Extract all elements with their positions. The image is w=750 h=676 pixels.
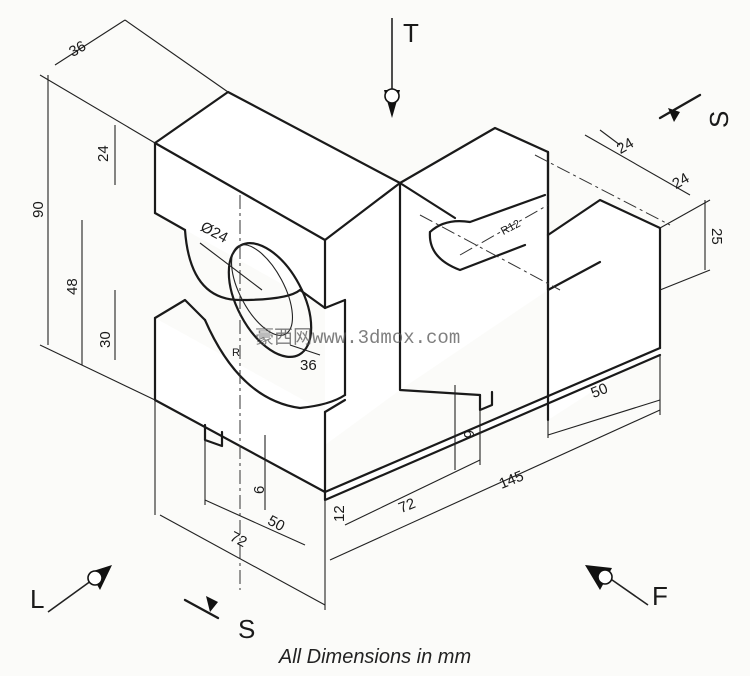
section-label-top: S bbox=[704, 111, 734, 128]
dim-24-slot-b: 24 bbox=[669, 170, 692, 193]
dim-50-left: 50 bbox=[265, 512, 288, 535]
dim-36-top: 36 bbox=[66, 38, 89, 61]
view-label-top: T bbox=[403, 18, 419, 48]
dim-6-left: 6 bbox=[251, 486, 268, 494]
section-label-bottom: S bbox=[238, 614, 255, 644]
view-arrow-top bbox=[384, 18, 400, 118]
caption: All Dimensions in mm bbox=[278, 646, 472, 668]
dim-25: 25 bbox=[708, 228, 725, 245]
view-label-front: F bbox=[652, 581, 668, 611]
dim-24-left: 24 bbox=[95, 145, 112, 162]
section-mark-top bbox=[658, 93, 702, 122]
dim-12: 12 bbox=[331, 505, 348, 522]
dim-72-bottom: 72 bbox=[227, 528, 250, 551]
dim-6-right: 6 bbox=[460, 430, 477, 438]
part-edges bbox=[153, 90, 662, 502]
dim-24-slot-a: 24 bbox=[614, 135, 637, 158]
section-mark-bottom bbox=[183, 596, 220, 620]
part-faces bbox=[155, 92, 660, 500]
dim-36-hole: 36 bbox=[300, 357, 317, 374]
dim-r-small: R bbox=[232, 347, 240, 359]
dim-145: 145 bbox=[497, 468, 527, 493]
watermark: 豪西网www.3dmox.com bbox=[255, 326, 460, 349]
dim-72-mid: 72 bbox=[396, 495, 418, 517]
center-lines bbox=[239, 154, 671, 590]
view-label-left: L bbox=[30, 584, 44, 614]
dimension-lines bbox=[39, 19, 711, 610]
view-arrow-left bbox=[47, 565, 112, 613]
dim-90: 90 bbox=[30, 201, 47, 218]
view-arrow-front bbox=[585, 565, 649, 606]
dim-48: 48 bbox=[64, 278, 81, 295]
dim-30: 30 bbox=[97, 331, 114, 348]
dim-50-right: 50 bbox=[588, 380, 610, 402]
